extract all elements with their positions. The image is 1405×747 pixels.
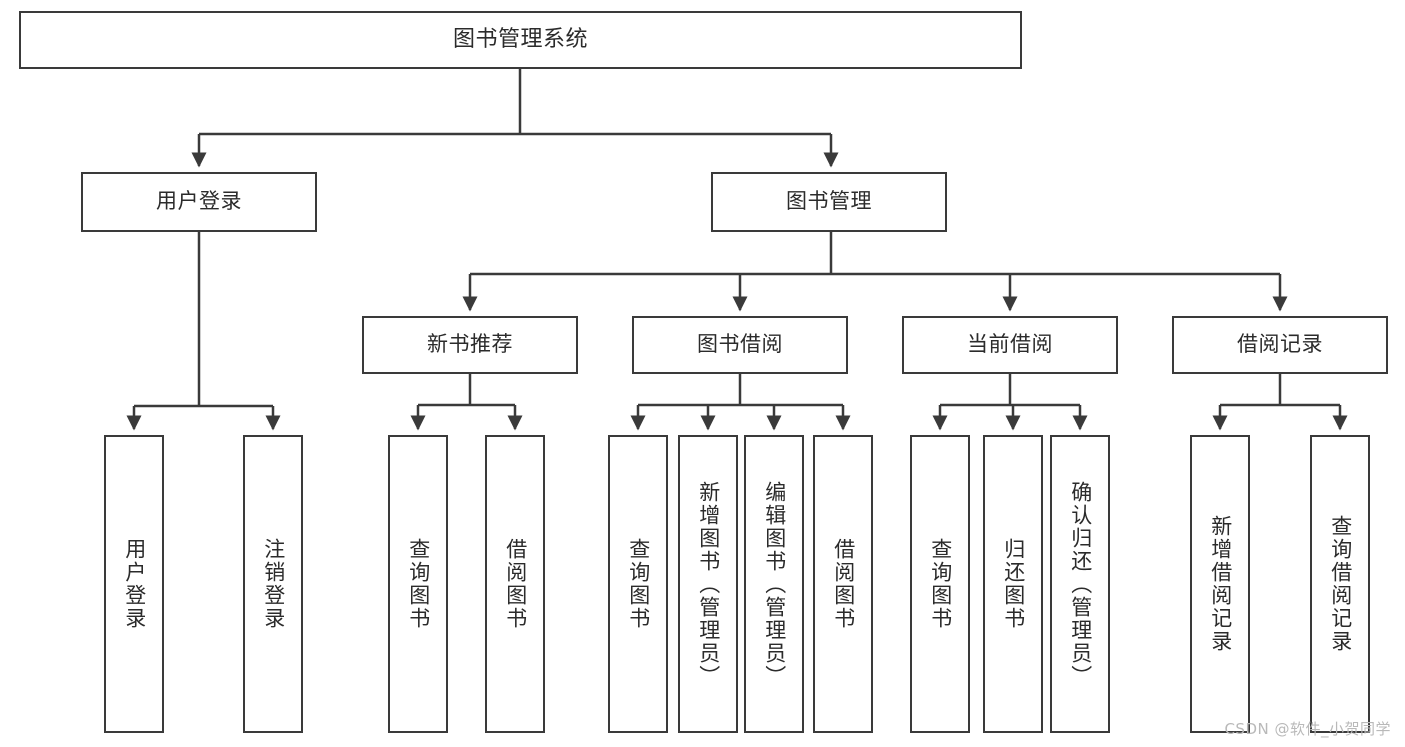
node-leaf-cur-query-book-label: 查询图书 (928, 538, 953, 630)
node-leaf-rec-borrow-book-label: 借阅图书 (503, 538, 528, 630)
node-user-login-label: 用户登录 (156, 189, 242, 214)
node-book-borrow-label: 图书借阅 (697, 332, 783, 357)
node-leaf-borrow-add-book-label: 新增图书（管理员） (696, 480, 721, 688)
node-leaf-borrow-borrow-book[interactable]: 借阅图书 (813, 435, 873, 733)
node-leaf-rec-add-record[interactable]: 新增借阅记录 (1190, 435, 1250, 733)
node-root[interactable]: 图书管理系统 (19, 11, 1022, 69)
node-leaf-cur-query-book[interactable]: 查询图书 (910, 435, 970, 733)
node-borrow-record[interactable]: 借阅记录 (1172, 316, 1388, 374)
node-leaf-rec-add-record-label: 新增借阅记录 (1208, 515, 1233, 653)
node-leaf-cur-confirm-return-label: 确认归还（管理员） (1068, 480, 1093, 688)
node-leaf-user-logout[interactable]: 注销登录 (243, 435, 303, 733)
node-leaf-cur-confirm-return[interactable]: 确认归还（管理员） (1050, 435, 1110, 733)
node-leaf-borrow-query-book[interactable]: 查询图书 (608, 435, 668, 733)
node-leaf-rec-query-record-label: 查询借阅记录 (1328, 515, 1353, 653)
node-current-borrow[interactable]: 当前借阅 (902, 316, 1118, 374)
node-root-label: 图书管理系统 (452, 26, 588, 52)
node-leaf-borrow-add-book[interactable]: 新增图书（管理员） (678, 435, 738, 733)
node-leaf-rec-query-book[interactable]: 查询图书 (388, 435, 448, 733)
node-new-book-recommend[interactable]: 新书推荐 (362, 316, 578, 374)
node-leaf-rec-query-record[interactable]: 查询借阅记录 (1310, 435, 1370, 733)
node-leaf-borrow-borrow-book-label: 借阅图书 (831, 538, 856, 630)
watermark: CSDN @软件_小贺同学 (1224, 720, 1391, 738)
node-leaf-cur-return-book-label: 归还图书 (1001, 538, 1026, 630)
node-book-manage[interactable]: 图书管理 (711, 172, 947, 232)
node-book-borrow[interactable]: 图书借阅 (632, 316, 848, 374)
node-leaf-rec-query-book-label: 查询图书 (406, 538, 431, 630)
node-leaf-user-login[interactable]: 用户登录 (104, 435, 164, 733)
node-leaf-borrow-edit-book[interactable]: 编辑图书（管理员） (744, 435, 804, 733)
node-new-book-recommend-label: 新书推荐 (427, 332, 513, 357)
node-leaf-user-login-label: 用户登录 (122, 538, 147, 630)
node-leaf-borrow-query-book-label: 查询图书 (626, 538, 651, 630)
node-user-login[interactable]: 用户登录 (81, 172, 317, 232)
node-leaf-rec-borrow-book[interactable]: 借阅图书 (485, 435, 545, 733)
node-leaf-borrow-edit-book-label: 编辑图书（管理员） (762, 480, 787, 688)
node-book-manage-label: 图书管理 (786, 189, 872, 214)
node-leaf-user-logout-label: 注销登录 (261, 538, 286, 630)
node-leaf-cur-return-book[interactable]: 归还图书 (983, 435, 1043, 733)
node-current-borrow-label: 当前借阅 (967, 332, 1053, 357)
node-borrow-record-label: 借阅记录 (1237, 332, 1323, 357)
